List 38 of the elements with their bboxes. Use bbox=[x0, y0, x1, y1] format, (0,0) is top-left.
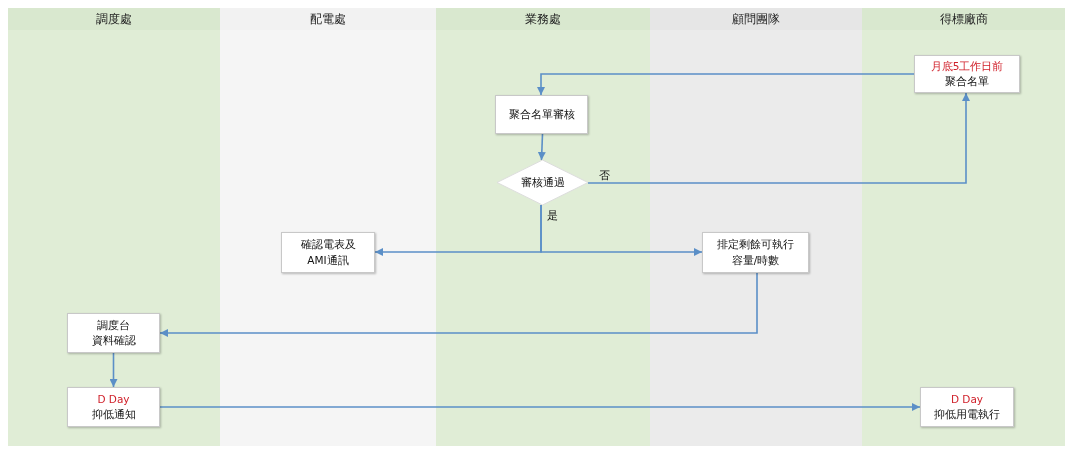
decision-diamond bbox=[497, 160, 588, 205]
process-box bbox=[281, 232, 375, 273]
swimlane bbox=[8, 8, 220, 446]
lane-header: 業務處 bbox=[525, 10, 561, 28]
box-text: D Day bbox=[97, 391, 130, 407]
arrow bbox=[540, 204, 703, 256]
process-box bbox=[914, 55, 1020, 93]
lane-header: 調度處 bbox=[96, 10, 132, 28]
arrow bbox=[587, 92, 970, 184]
box-text: D Day bbox=[950, 391, 984, 407]
edge-label: 否 bbox=[598, 168, 611, 183]
edge-label: 是 bbox=[546, 208, 559, 223]
arrow bbox=[109, 352, 118, 388]
lane-header: 顧問團隊 bbox=[732, 10, 780, 28]
box-text: 審核通過 bbox=[520, 174, 565, 190]
box-text: 抑低通知 bbox=[91, 407, 136, 422]
swimlane bbox=[650, 8, 862, 446]
box-text: 抑低用電執行 bbox=[934, 407, 1000, 422]
box-text: 月底5工作日前 bbox=[930, 58, 1004, 74]
swimlane bbox=[220, 8, 436, 446]
process-box bbox=[920, 387, 1014, 427]
process-box bbox=[67, 387, 160, 427]
lane-header: 配電處 bbox=[310, 10, 346, 28]
box-text: 聚合名單 bbox=[945, 74, 989, 89]
arrow bbox=[537, 133, 546, 161]
swimlane bbox=[436, 8, 650, 446]
box-text: 聚合名單審核 bbox=[508, 106, 575, 122]
arrow bbox=[159, 272, 758, 337]
arrow bbox=[159, 403, 921, 411]
box-text: 排定剩餘可執行容量/時數 bbox=[716, 237, 795, 268]
process-box bbox=[67, 313, 160, 353]
process-box bbox=[495, 95, 588, 134]
process-box bbox=[702, 232, 809, 273]
swimlane bbox=[862, 8, 1065, 446]
box-text: 調度台資料確認 bbox=[91, 317, 136, 348]
lane-header: 得標廠商 bbox=[939, 10, 988, 28]
box-text: 確認電表及AMI通訊 bbox=[299, 237, 357, 268]
arrow bbox=[537, 73, 915, 96]
